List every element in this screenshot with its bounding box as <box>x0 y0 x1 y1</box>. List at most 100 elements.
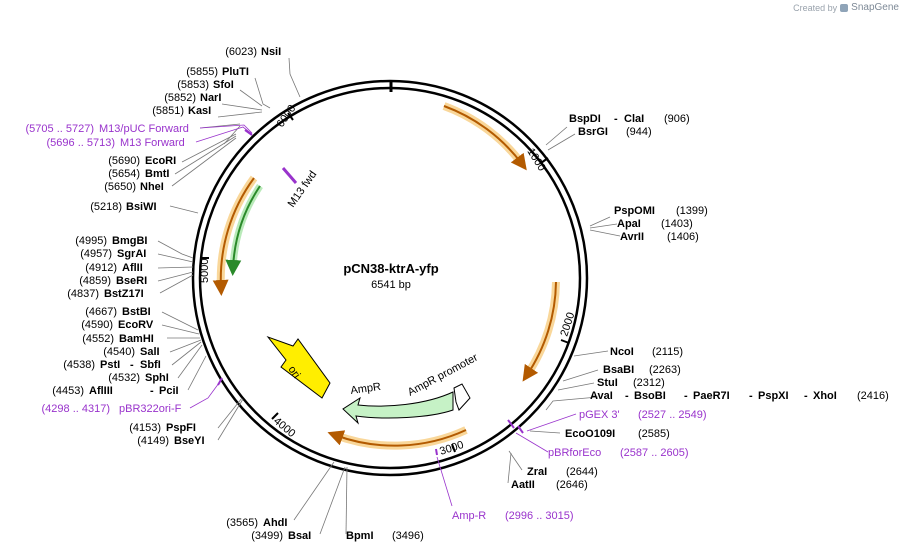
site-name-pluti: PluTI <box>222 66 249 78</box>
site-name-bspdi: BspDI <box>569 113 601 125</box>
primer-name-pbr322: pBR322ori-F <box>119 403 182 415</box>
site-name-avai: AvaI <box>590 390 613 402</box>
site-pos-kasi: (5851) <box>152 105 184 117</box>
site-name-nari: NarI <box>200 92 221 104</box>
site-sep-xhoi: - <box>804 390 808 402</box>
site-name-bseyi: BseYI <box>174 435 205 447</box>
site-sep-paer7i: - <box>684 390 688 402</box>
site-name-pspxi: PspXI <box>758 390 789 402</box>
feature-arcs <box>212 102 560 450</box>
site-pos-bspdi: (906) <box>664 113 690 125</box>
site-pos-ahdi: (3565) <box>226 517 258 529</box>
site-pos-ecoo109i: (2585) <box>638 428 670 440</box>
site-name-xhoi: XhoI <box>813 390 837 402</box>
site-pos-nhei: (5650) <box>104 181 136 193</box>
site-pos-pluti: (5855) <box>186 66 218 78</box>
site-name-bstbi: BstBI <box>122 306 151 318</box>
site-pos-bsai: (3499) <box>251 530 283 542</box>
tick-label-5000: 5000 <box>199 259 211 283</box>
site-name-bmti: BmtI <box>145 168 169 180</box>
site-name-nhei: NheI <box>140 181 164 193</box>
primer-name-pbrforeco: pBRforEco <box>548 447 601 459</box>
site-name-bpmi: BpmI <box>346 530 374 542</box>
site-sep-sbfi: - <box>130 359 134 371</box>
site-pos-avai: (2416) <box>857 390 889 402</box>
watermark-brand: SnapGene <box>851 2 899 13</box>
site-pos-nsii: (6023) <box>225 46 257 58</box>
site-name-ecoo109i: EcoO109I <box>565 428 615 440</box>
site-pos-nari: (5852) <box>164 92 196 104</box>
site-name-ecori: EcoRI <box>145 155 176 167</box>
site-name-bsrgi: BsrGI <box>578 126 608 138</box>
primer-name-m13puc: M13/pUC Forward <box>99 123 189 135</box>
site-pos-psti: (4538) <box>63 359 95 371</box>
site-pos-aatii: (2646) <box>556 479 588 491</box>
site-pos-stui: (2312) <box>633 377 665 389</box>
plasmid-size: 6541 bp <box>371 279 411 291</box>
site-sep-clai: - <box>614 113 618 125</box>
site-name-clai: ClaI <box>624 113 644 125</box>
site-pos-bpmi: (3496) <box>392 530 424 542</box>
site-pos-avrii: (1406) <box>667 231 699 243</box>
site-name-ncoi: NcoI <box>610 346 634 358</box>
site-pos-pspomi: (1399) <box>676 205 708 217</box>
site-name-afliii: AflIII <box>89 385 113 397</box>
site-pos-bseyi: (4149) <box>137 435 169 447</box>
primer-leader-lines <box>189 124 577 507</box>
ampr-label: AmpR <box>350 381 382 397</box>
site-name-psti: PstI <box>100 359 120 371</box>
site-name-pspomi: PspOMI <box>614 205 655 217</box>
site-sep-pcii: - <box>150 385 154 397</box>
primer-range-m13fwd: (5696 .. 5713) <box>47 137 116 149</box>
ampr-feature <box>342 391 454 425</box>
site-name-avrii: AvrII <box>620 231 644 243</box>
watermark-prefix: Created by <box>793 2 838 13</box>
site-pos-afliii: (4453) <box>52 385 84 397</box>
site-pos-sfoi: (5853) <box>177 79 209 91</box>
primer-range-m13puc: (5705 .. 5727) <box>26 123 95 135</box>
tick-label-1000: 1000 <box>524 146 547 173</box>
site-pos-bmgbi: (4995) <box>75 235 107 247</box>
site-name-bstz17i: BstZ17I <box>104 288 144 300</box>
site-pos-bsrgi: (944) <box>626 126 652 138</box>
primer-range-pbr322: (4298 .. 4317) <box>42 403 111 415</box>
site-pos-bseri: (4859) <box>79 275 111 287</box>
site-pos-zrai: (2644) <box>566 466 598 478</box>
site-name-bmgbi: BmgBI <box>112 235 147 247</box>
m13-fwd-arrow-icon <box>281 167 298 184</box>
site-name-bsobi: BsoBI <box>634 390 666 402</box>
feature-arc-bottom <box>327 429 467 447</box>
site-name-ecorv: EcoRV <box>118 319 154 331</box>
site-pos-ecori: (5690) <box>108 155 140 167</box>
site-sep-bsobi: - <box>625 390 629 402</box>
ori-label: ori <box>286 364 303 381</box>
site-name-sgrai: SgrAI <box>117 248 146 260</box>
site-pos-bstz17i: (4837) <box>67 288 99 300</box>
site-name-aflii: AflII <box>122 262 143 274</box>
site-name-bamhi: BamHI <box>119 333 154 345</box>
primer-range-pgex3: (2527 .. 2549) <box>638 409 707 421</box>
tick-marks <box>201 112 570 453</box>
ampr-promoter-feature <box>453 383 471 411</box>
site-name-pspfi: PspFI <box>166 422 196 434</box>
site-pos-sali: (4540) <box>103 346 135 358</box>
site-pos-apai: (1403) <box>661 218 693 230</box>
site-name-pcii: PciI <box>159 385 179 397</box>
site-pos-sgrai: (4957) <box>80 248 112 260</box>
site-name-stui: StuI <box>597 377 618 389</box>
site-pos-bsiwi: (5218) <box>90 201 122 213</box>
feature-arc-right <box>522 281 557 382</box>
site-name-zrai: ZraI <box>527 466 547 478</box>
primer-range-pbrforeco: (2587 .. 2605) <box>620 447 689 459</box>
site-pos-bmti: (5654) <box>108 168 140 180</box>
site-name-paer7i: PaeR7I <box>693 390 730 402</box>
ori-feature <box>266 335 331 399</box>
site-pos-ecorv: (4590) <box>81 319 113 331</box>
site-name-sphi: SphI <box>145 372 169 384</box>
site-name-bsai: BsaI <box>288 530 311 542</box>
site-pos-aflii: (4912) <box>85 262 117 274</box>
site-pos-pspfi: (4153) <box>129 422 161 434</box>
site-pos-bstbi: (4667) <box>85 306 117 318</box>
site-pos-ncoi: (2115) <box>652 346 683 358</box>
